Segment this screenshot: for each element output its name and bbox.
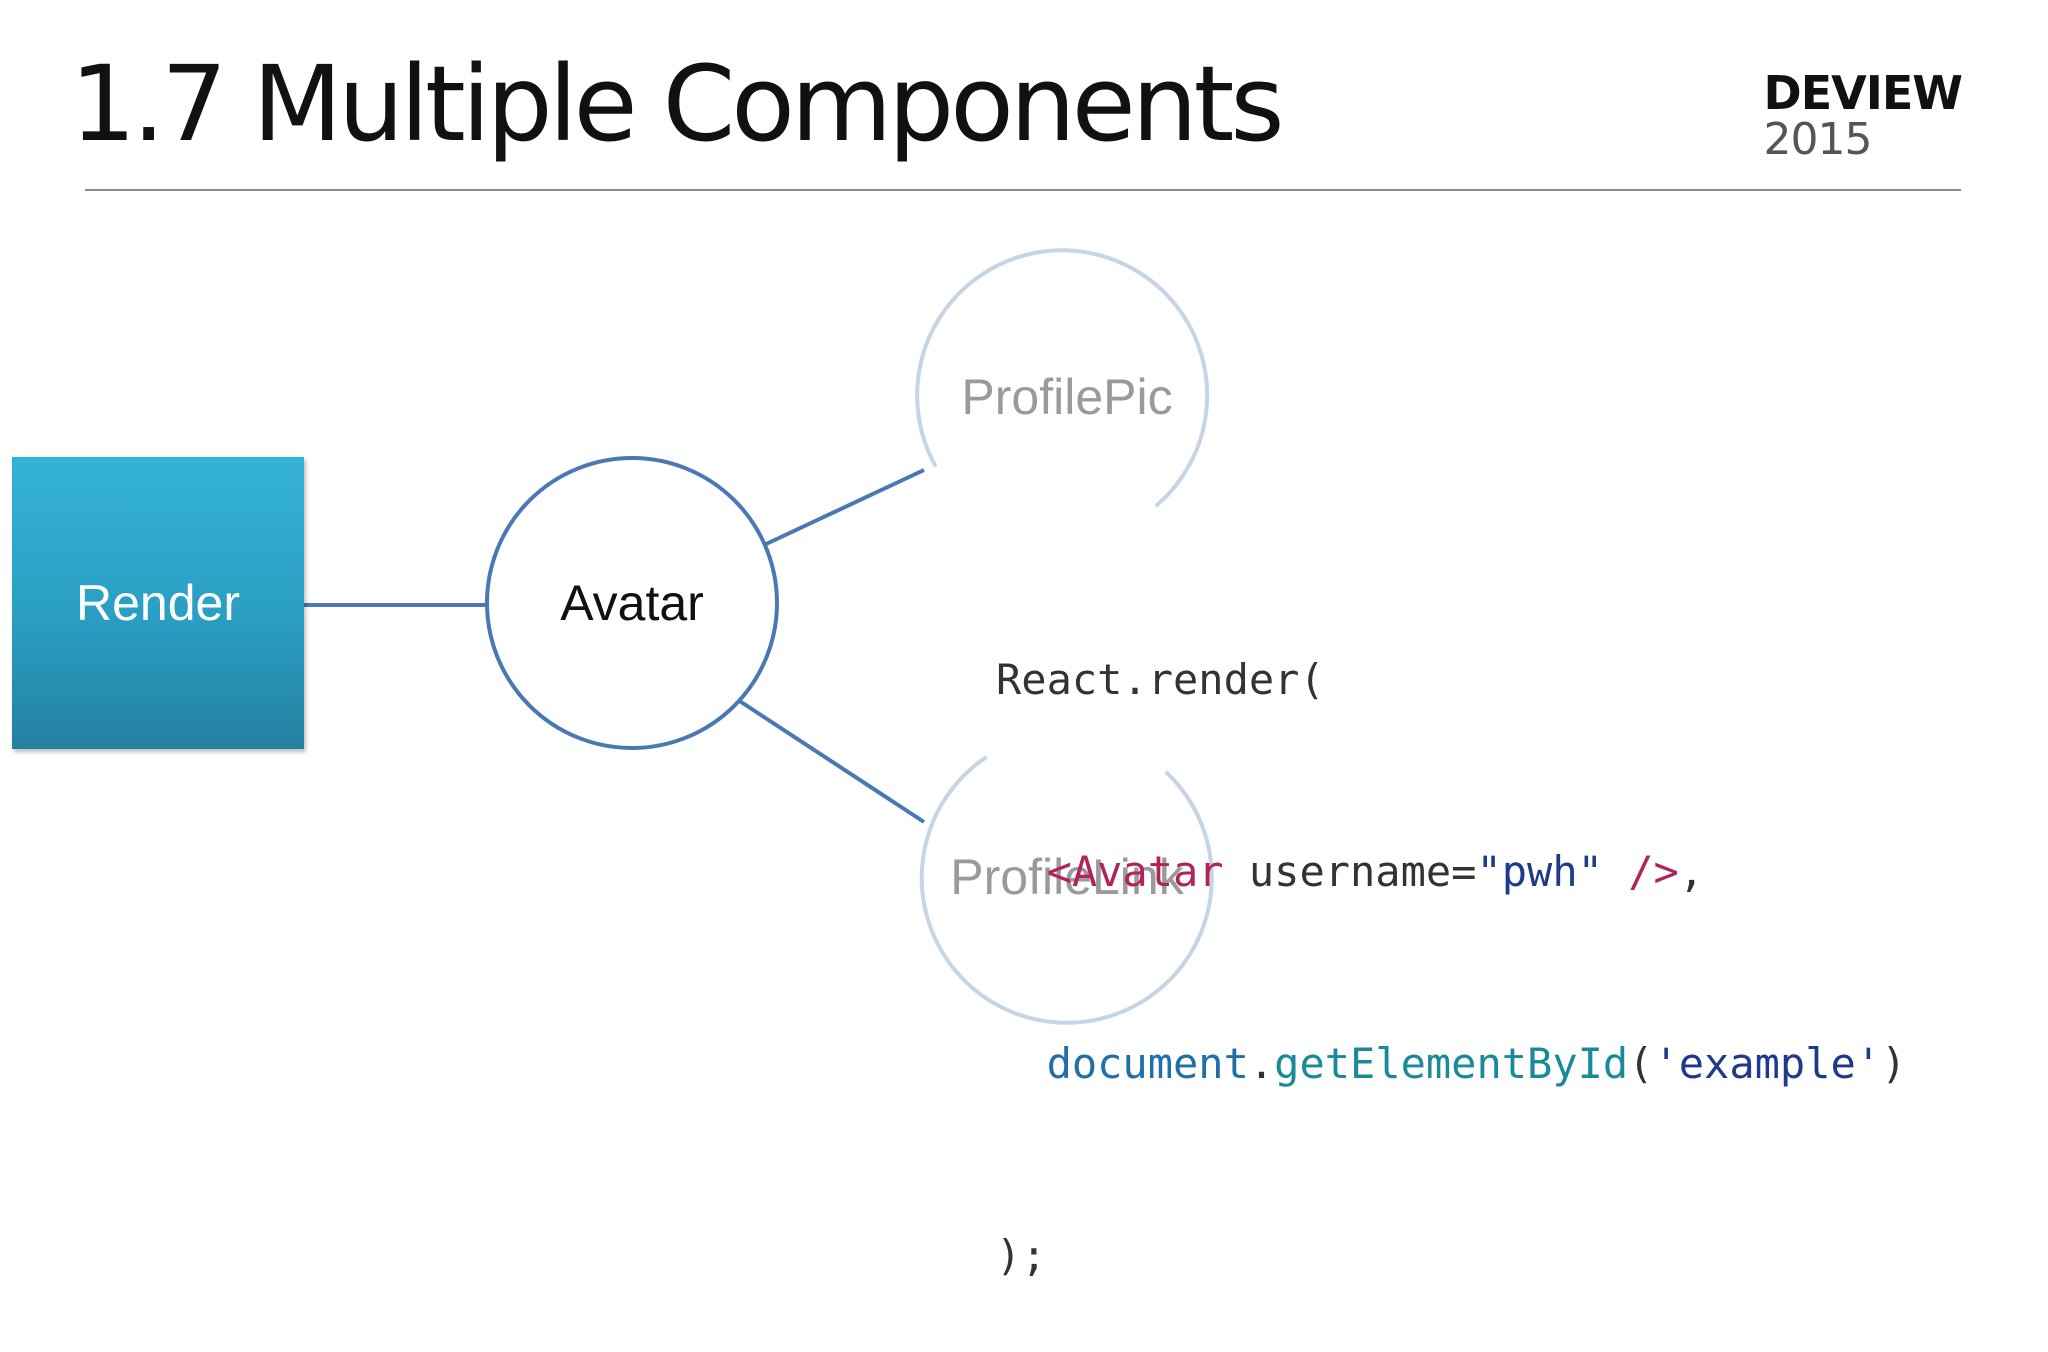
code-line-3: document.getElementById('example') xyxy=(996,1032,1907,1096)
code-close: ); xyxy=(996,1231,1047,1280)
title-divider xyxy=(85,189,1961,191)
code-tag-close: /> xyxy=(1602,847,1679,896)
code-document: document xyxy=(1046,1039,1249,1088)
component-diagram xyxy=(304,248,1214,1025)
brand-year: 2015 xyxy=(1763,114,1873,165)
code-line-1: React.render( xyxy=(996,648,1906,712)
avatar-label: Avatar xyxy=(560,575,704,631)
avatar-circle xyxy=(485,456,779,750)
render-box: Render xyxy=(12,457,304,749)
code-line-2: <Avatar username="pwh" />, xyxy=(996,840,1906,904)
code-attr: username= xyxy=(1223,847,1477,896)
code-dot: . xyxy=(1248,1039,1275,1088)
code-arg: 'example' xyxy=(1653,1039,1882,1088)
code-snippet: React.render( <Avatar username="pwh" />,… xyxy=(996,520,1906,1352)
code-react-render: React.render( xyxy=(996,655,1325,704)
render-label: Render xyxy=(76,575,240,631)
code-attr-value: "pwh" xyxy=(1476,847,1603,896)
profile-pic-label: ProfilePic xyxy=(961,369,1173,425)
brand-logo: DEVIEW 2015 xyxy=(1763,66,1963,165)
profile-link-label: ProfileLink xyxy=(950,849,1184,905)
code-tag-open: <Avatar xyxy=(1046,847,1224,896)
profile-link-circle xyxy=(919,756,1214,1025)
code-paren-open: ( xyxy=(1628,1039,1654,1088)
slide-title: 1.7 Multiple Components xyxy=(70,43,1285,165)
avatar-profilelink-connector xyxy=(736,698,926,824)
code-line-4: ); xyxy=(996,1224,1906,1288)
code-paren-close: ) xyxy=(1881,1039,1907,1088)
code-comma: , xyxy=(1678,847,1705,896)
code-method: getElementById xyxy=(1274,1039,1629,1088)
avatar-profilepic-connector xyxy=(763,468,925,547)
profile-pic-circle xyxy=(915,248,1210,507)
brand-name: DEVIEW xyxy=(1763,66,1963,120)
